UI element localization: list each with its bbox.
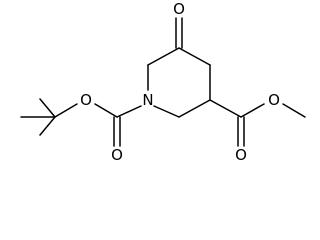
ring-bond-c3-c2 (178, 99, 211, 118)
ring-bond-c2-n (153, 105, 180, 118)
piperidine-ring (147, 47, 211, 118)
chemical-structure-diagram: O N O O O O (20, 0, 306, 164)
bond-n-carbamate-carbon (116, 105, 142, 118)
methyl-ester-group (209, 99, 306, 147)
ketone-oxygen-label: O (173, 0, 185, 18)
bond-ester-carbon-oxygen (240, 103, 265, 118)
carbamate-ester-oxygen-label: O (80, 91, 92, 109)
ring-bond-c5-c4 (178, 47, 211, 66)
carbamate-carbonyl-oxygen-label: O (111, 146, 123, 164)
bond-ester-oxygen-methyl (282, 103, 306, 118)
bond-oxygen-tert-carbon (54, 103, 78, 118)
boc-carbamate-group (20, 98, 142, 147)
ring-bond-c6-c5 (147, 47, 180, 66)
ester-alkoxy-oxygen-label: O (268, 91, 280, 109)
bond-tert-carbon-methyl-up (39, 98, 56, 118)
ketone-double-bond (175, 17, 183, 49)
bond-c3-ester-carbon (209, 99, 242, 118)
bond-tert-carbon-methyl-down (39, 116, 56, 136)
ring-nitrogen-label: N (142, 91, 153, 109)
ester-carbonyl-oxygen-label: O (235, 146, 247, 164)
bond-carbamate-carbon-oxygen (94, 103, 118, 118)
